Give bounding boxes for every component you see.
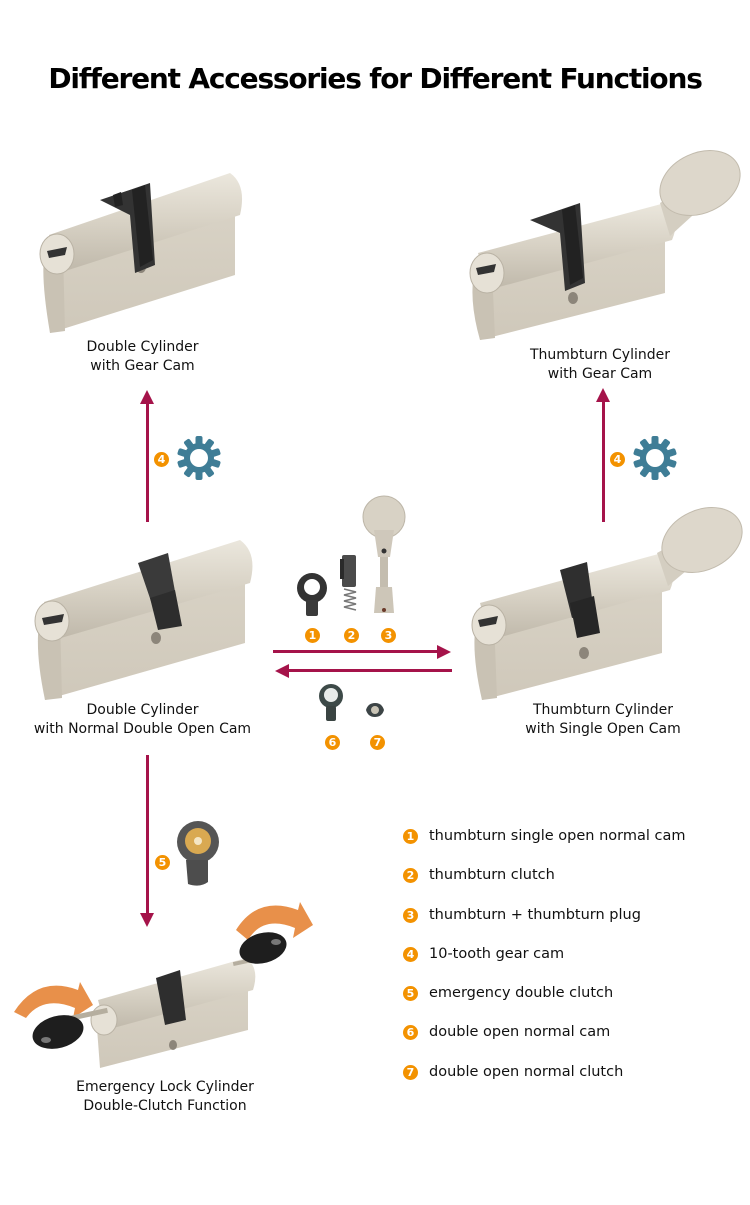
badge-6: 6: [325, 735, 340, 750]
badge-2: 2: [344, 628, 359, 643]
emergency-lock-cylinder-image: [14, 902, 313, 1068]
arrow-left-head: [275, 664, 289, 678]
legend-item: 6 double open normal cam: [403, 1022, 686, 1061]
legend-badge: 5: [403, 986, 418, 1002]
gear-cam-part-left-icon: [177, 436, 221, 480]
double-cylinder-normal-cam-image: [34, 540, 253, 700]
double-open-cam-part-icon: [319, 684, 343, 721]
double-open-clutch-part-icon: [366, 703, 384, 717]
arrow-down-head: [140, 913, 154, 927]
legend-label: thumbturn clutch: [429, 867, 555, 884]
arrow-up-left-head: [140, 390, 154, 404]
thumbturn-cylinder-single-cam-image: [471, 507, 743, 700]
caption-thumbturn-cylinder-single-cam: Thumbturn Cylinder with Single Open Cam: [525, 702, 681, 737]
arrow-right: [273, 650, 439, 653]
legend-item: 1 thumbturn single open normal cam: [403, 826, 686, 865]
legend-label: thumbturn single open normal cam: [429, 828, 686, 844]
legend-item: 3 thumbturn + thumbturn plug: [403, 905, 686, 944]
arrow-left: [288, 669, 452, 672]
thumbturn-plug-part-icon: [362, 495, 406, 613]
legend-label: 10-tooth gear cam: [429, 945, 565, 962]
gear-cam-part-right-icon: [632, 436, 678, 480]
legend: 1 thumbturn single open normal cam 2 thu…: [403, 826, 686, 1101]
arrow-right-head: [437, 645, 451, 659]
badge-3: 3: [381, 628, 396, 643]
arrow-up-left: [146, 402, 149, 522]
badge-7: 7: [370, 735, 385, 750]
caption-thumbturn-cylinder-gear-cam: Thumbturn Cylinder with Gear Cam: [530, 347, 670, 382]
page-title: Different Accessories for Different Func…: [48, 62, 703, 95]
arrow-down: [146, 755, 149, 915]
legend-item: 5 emergency double clutch: [403, 983, 686, 1022]
legend-label: double open normal clutch: [429, 1063, 624, 1080]
legend-item: 4 10-tooth gear cam: [403, 944, 686, 983]
badge-4-right: 4: [610, 452, 625, 467]
caption-emergency-lock-cylinder: Emergency Lock Cylinder Double-Clutch Fu…: [76, 1079, 254, 1114]
badge-5: 5: [155, 855, 170, 870]
thumbturn-cylinder-gear-cam-image: [469, 150, 741, 340]
double-cylinder-gear-cam-image: [39, 173, 243, 333]
legend-item: 2 thumbturn clutch: [403, 865, 686, 904]
arrow-up-right-head: [596, 388, 610, 402]
caption-double-cylinder-normal-cam: Double Cylinder with Normal Double Open …: [33, 702, 252, 737]
legend-badge: 4: [403, 946, 418, 962]
badge-4-left: 4: [154, 452, 169, 467]
legend-item: 7 double open normal clutch: [403, 1062, 686, 1101]
legend-badge: 6: [403, 1025, 418, 1041]
legend-badge: 3: [403, 907, 418, 923]
legend-label: thumbturn + thumbturn plug: [429, 906, 641, 923]
emergency-double-clutch-part-icon: [177, 821, 219, 886]
legend-badge: 7: [403, 1064, 418, 1080]
legend-badge: 2: [403, 868, 418, 884]
arrow-up-right: [602, 400, 605, 522]
badge-1: 1: [305, 628, 320, 643]
thumbturn-clutch-part-icon: [340, 555, 357, 611]
caption-double-cylinder-gear-cam: Double Cylinder with Gear Cam: [86, 339, 199, 374]
thumbturn-single-cam-part-icon: [297, 573, 327, 616]
legend-label: double open normal cam: [429, 1024, 611, 1041]
legend-badge: 1: [403, 829, 418, 844]
legend-label: emergency double clutch: [429, 985, 614, 1002]
